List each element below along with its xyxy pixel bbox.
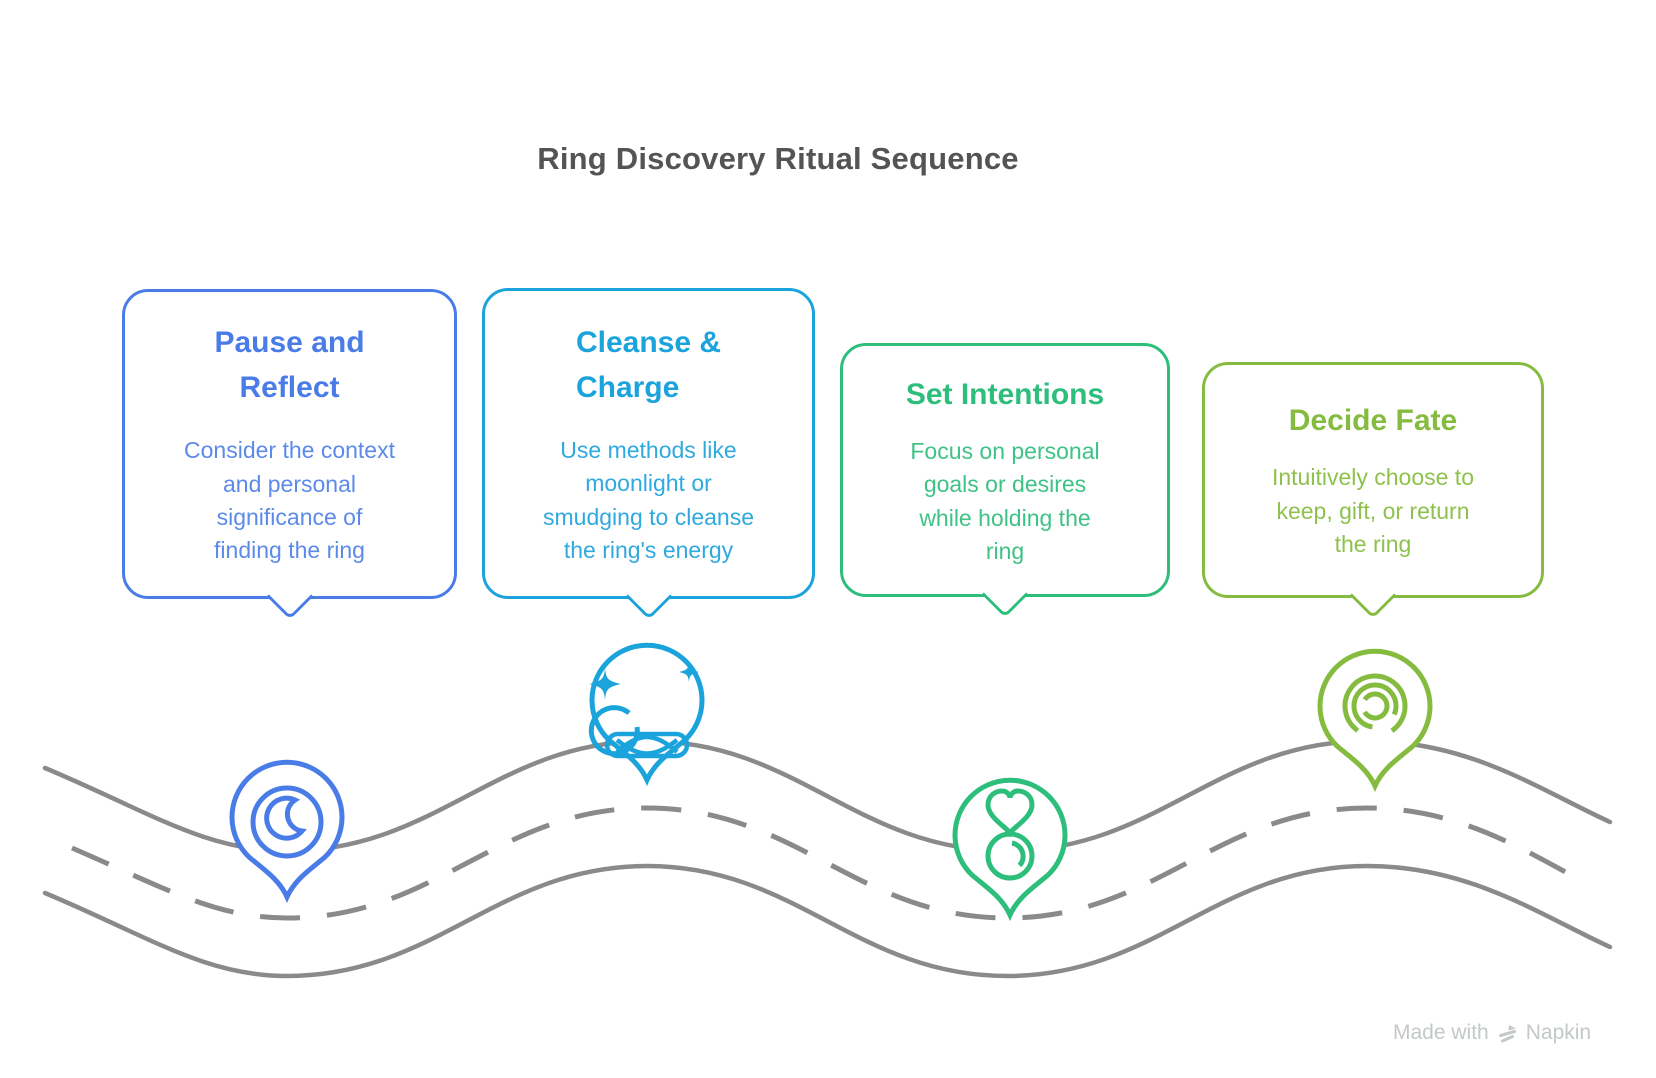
spiral-pin [1317, 648, 1433, 793]
step-card-cleanse-and-charge: Cleanse & Charge Use methods like moonli… [482, 288, 815, 620]
made-with-label: Made with [1393, 1021, 1489, 1044]
page-title: Ring Discovery Ritual Sequence [537, 141, 1019, 176]
napkin-logo-icon [1498, 1024, 1516, 1042]
step-title: Set Intentions [905, 377, 1105, 411]
pin-outline [229, 759, 345, 904]
step-description: Focus on personal goals or desires while… [910, 437, 1100, 564]
heart-ring-pin [952, 777, 1068, 922]
step-card-pause-and-reflect: Pause and Reflect Consider the context a… [122, 289, 457, 620]
road-center-dashed-line [71, 805, 1590, 921]
step-description: Use methods like moonlight or smudging t… [543, 436, 754, 563]
inner-circle [250, 785, 324, 859]
step-description: Intuitively choose to keep, gift, or ret… [1271, 464, 1474, 558]
step-card-set-intentions: Set Intentions Focus on personal goals o… [840, 343, 1170, 618]
brand-name: Napkin [1525, 1021, 1592, 1044]
sparkle-icon-large [589, 668, 621, 700]
crescent-moon-pin [229, 759, 345, 904]
ring-inner-arc [1011, 840, 1026, 868]
sparkle-icon-small [679, 662, 699, 682]
moon-ball-icon [588, 705, 640, 757]
base-cushion [604, 731, 690, 759]
step-card-decide-fate: Decide Fate Intuitively choose to keep, … [1202, 362, 1544, 619]
step-description: Consider the context and personal signif… [184, 437, 395, 564]
step-title: Pause and Reflect [214, 326, 365, 405]
heart-icon [985, 788, 1035, 838]
footer-credit: Made with Napkin [1393, 1018, 1591, 1048]
pin-outline [589, 642, 705, 787]
crescent-moon-icon [264, 795, 307, 841]
road-bottom-edge [42, 863, 1613, 979]
step-title: Decide Fate [1288, 404, 1458, 438]
pin-outline [952, 777, 1068, 922]
base-ribbon-2 [615, 738, 679, 756]
step-title: Cleanse & Charge [575, 325, 722, 404]
sparkle-moon-pin [588, 642, 705, 787]
